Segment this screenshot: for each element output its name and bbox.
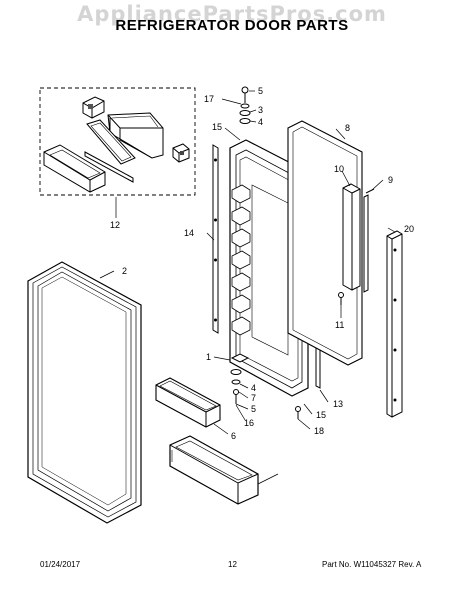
part-14-strip — [212, 144, 219, 334]
part-20-door-bin — [169, 435, 259, 505]
callout-11: 11 — [335, 320, 344, 330]
callout-15-top: 15 — [212, 122, 222, 132]
callout-4-bottom: 4 — [251, 383, 256, 393]
callout-14: 14 — [184, 228, 194, 238]
part-12-rail — [84, 151, 134, 183]
callout-1: 1 — [206, 352, 211, 362]
part-11-screw — [338, 292, 344, 305]
part-12-panel — [86, 119, 136, 165]
leader-lines — [99, 90, 396, 485]
part-8-outer-panel — [287, 120, 363, 366]
footer-part-number: Part No. W11045327 Rev. A — [322, 560, 422, 569]
callout-17: 17 — [204, 94, 214, 104]
part-10-bracket — [342, 183, 361, 291]
callout-labels: 5 17 3 4 15 8 10 9 12 20 14 2 11 1 4 7 1… — [110, 86, 414, 441]
page-title: REFRIGERATOR DOOR PARTS — [115, 17, 349, 34]
part-12-latch — [82, 96, 105, 119]
callout-13: 13 — [333, 399, 343, 409]
door-liner-shelves — [231, 184, 251, 336]
callout-19: 20 — [404, 224, 414, 234]
callout-18: 18 — [314, 426, 324, 436]
part-12-bin — [43, 144, 106, 193]
part-6-door-bin — [155, 377, 221, 428]
callout-8: 8 — [345, 123, 350, 133]
callout-3: 3 — [258, 105, 263, 115]
callout-6: 6 — [231, 431, 236, 441]
part-12-clip — [172, 143, 190, 163]
callout-15-bottom: 15 — [316, 410, 326, 420]
part-2-gasket — [27, 261, 142, 524]
part-12-assembly — [39, 87, 196, 196]
bottom-hinge-hardware — [230, 353, 250, 404]
part-19-trim — [386, 230, 403, 418]
footer-date: 01/24/2017 — [40, 560, 81, 569]
callout-4-top: 4 — [258, 117, 263, 127]
footer-page: 12 — [228, 560, 237, 569]
part-9-rod — [363, 188, 375, 293]
callout-16: 16 — [244, 418, 254, 428]
top-hinge-hardware — [239, 86, 251, 124]
callout-2: 2 — [122, 266, 127, 276]
callout-7: 7 — [251, 393, 256, 403]
part-18-screw — [295, 406, 301, 419]
callout-12: 12 — [110, 220, 120, 230]
callout-5-bottom: 5 — [251, 404, 256, 414]
callout-10: 10 — [334, 164, 344, 174]
callout-9: 9 — [388, 175, 393, 185]
watermark: AppliancePartsPros.com — [77, 2, 387, 26]
callout-5-top: 5 — [258, 86, 263, 96]
